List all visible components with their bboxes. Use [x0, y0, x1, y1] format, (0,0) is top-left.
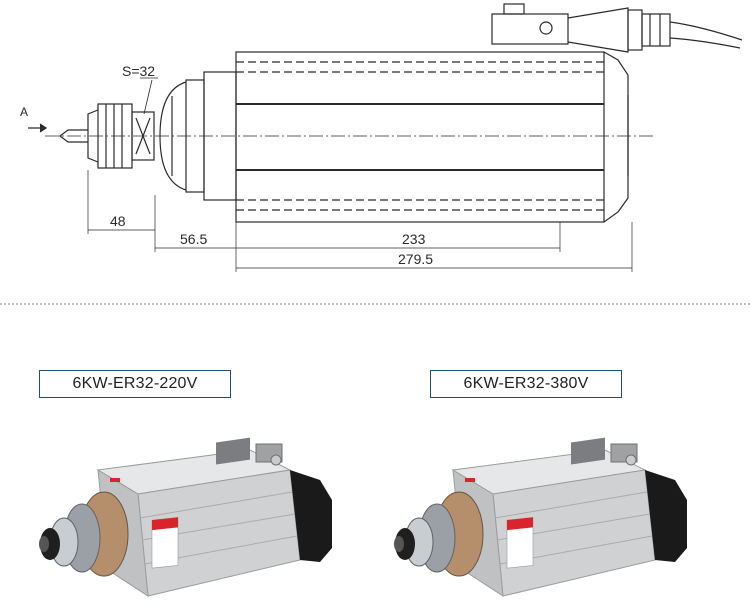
view-label: A [20, 105, 28, 119]
spindle-photo-220v: DANGER [39, 437, 332, 597]
dimension-48: 48 [110, 213, 126, 229]
rear-cap [603, 51, 629, 223]
technical-drawing: A S=32 48 56.5 233 279.5 [20, 3, 743, 272]
wrench-size-label: S=32 [122, 63, 155, 79]
danger-label-380v: DANGER [510, 537, 532, 545]
tool-bit [59, 129, 88, 143]
danger-label-220v: DANGER [155, 537, 177, 545]
model-label-380v: 6KW-ER32-380V [430, 370, 622, 398]
dimension-233: 233 [402, 231, 426, 247]
connector-housing [491, 13, 569, 45]
motor-housing [235, 51, 605, 223]
dimension-279-5: 279.5 [398, 251, 433, 267]
model-label-220v: 6KW-ER32-220V [39, 370, 231, 398]
spindle-photo-380v: DANGER [394, 437, 687, 597]
section-divider [0, 303, 750, 305]
dimension-56-5: 56.5 [180, 231, 207, 247]
